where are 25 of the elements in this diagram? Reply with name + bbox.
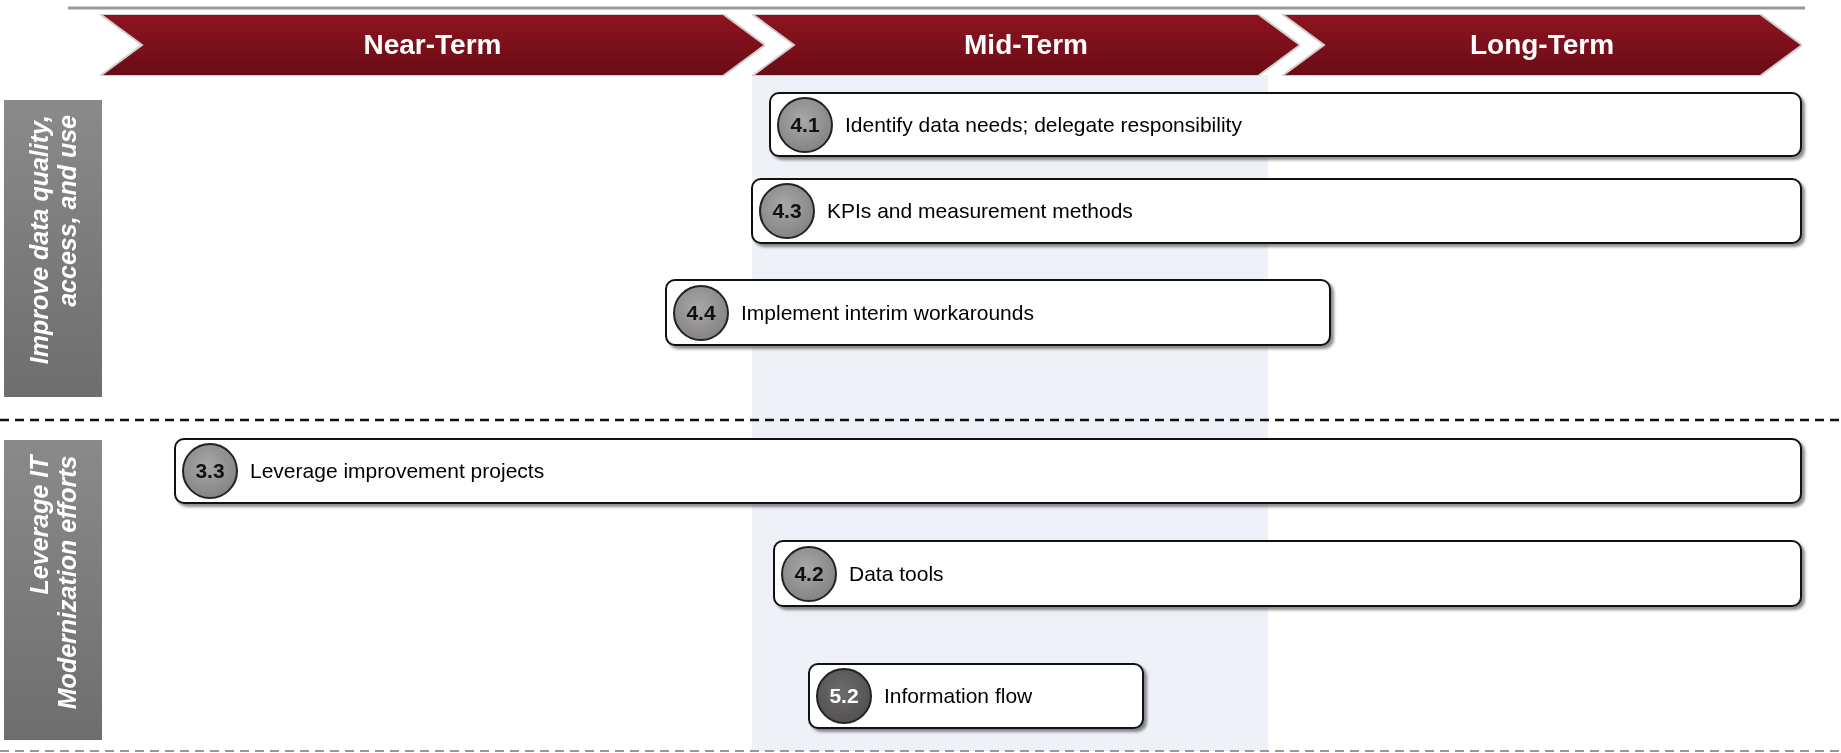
phase-title: Long-Term (1469, 29, 1615, 61)
bar-label: Implement interim workarounds (741, 300, 1034, 325)
bar-label: Identify data needs; delegate responsibility (845, 112, 1242, 137)
timeline-bar (773, 540, 1802, 607)
phase-title: Near-Term (363, 29, 502, 61)
bar-label: Information flow (884, 684, 1033, 708)
phase-title: Mid-Term (964, 29, 1088, 61)
step-number-badge: 4.4 (673, 284, 729, 341)
timeline-bar (769, 92, 1802, 157)
row-label-tab (4, 440, 102, 740)
step-number-badge: 4.1 (777, 96, 833, 153)
step-number-badge: 3.3 (182, 443, 238, 499)
bar-label: Data tools (849, 561, 944, 586)
timeline-bar (751, 178, 1802, 244)
row-label-tab (4, 100, 102, 397)
bar-label: KPIs and measurement methods (827, 199, 1133, 223)
row-label: Leverage IT Modernization efforts (25, 455, 81, 711)
timeline-bar (174, 438, 1802, 504)
row-label: Improve data quality, access, and use (25, 115, 81, 367)
timeline-bar (808, 663, 1144, 729)
bar-label: Leverage improvement projects (250, 459, 545, 483)
step-number-badge: 4.3 (759, 183, 815, 239)
step-number-badge: 4.2 (781, 545, 837, 602)
step-number-badge: 5.2 (816, 668, 872, 724)
timeline-bar (665, 279, 1331, 346)
